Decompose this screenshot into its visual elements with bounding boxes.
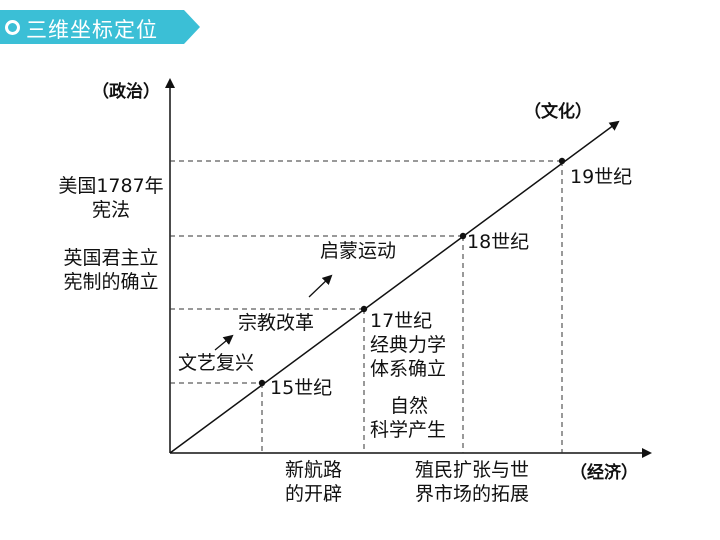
culture-enlightenment: 启蒙运动 xyxy=(320,240,397,262)
point-label-15c: 15世纪 xyxy=(270,377,333,399)
economy-route-line2: 的开辟 xyxy=(285,483,343,505)
point-17c xyxy=(360,305,368,313)
diagonal-axis-label: （文化） xyxy=(524,102,592,122)
arrow-reformation-to-enlightenment xyxy=(308,274,333,298)
science-line3: 自然 xyxy=(390,395,429,417)
science-line1: 经典力学 xyxy=(370,334,447,356)
point-label-19c: 19世纪 xyxy=(570,166,633,188)
culture-renaissance: 文艺复兴 xyxy=(178,352,255,374)
economy-route-line1: 新航路 xyxy=(285,459,343,481)
point-label-18c: 18世纪 xyxy=(467,231,530,253)
point-18c xyxy=(459,232,467,240)
section-banner: 三维坐标定位 xyxy=(0,10,200,44)
banner-shape xyxy=(0,10,200,44)
politics-us-line1: 美国1787年 xyxy=(58,175,164,197)
banner-title: 三维坐标定位 xyxy=(26,18,158,42)
point-19c xyxy=(558,157,566,165)
arrow-renaissance-to-reformation xyxy=(214,334,234,351)
politics-us-line2: 宪法 xyxy=(91,199,130,221)
politics-uk-line2: 宪制的确立 xyxy=(63,271,159,293)
point-15c xyxy=(258,379,266,387)
y-axis-label: （政治） xyxy=(92,82,160,102)
x-axis-label: （经济） xyxy=(570,463,638,483)
bullet-circle-icon xyxy=(5,20,20,35)
point-label-17c: 17世纪 xyxy=(370,310,433,332)
economy-colony-line2: 界市场的拓展 xyxy=(415,483,530,505)
culture-reformation: 宗教改革 xyxy=(238,312,315,334)
science-line4: 科学产生 xyxy=(370,419,447,441)
politics-uk-line1: 英国君主立 xyxy=(63,247,159,269)
science-line2: 体系确立 xyxy=(370,358,447,380)
culture-diagonal-axis xyxy=(169,120,620,454)
economy-colony-line1: 殖民扩张与世 xyxy=(415,459,530,481)
